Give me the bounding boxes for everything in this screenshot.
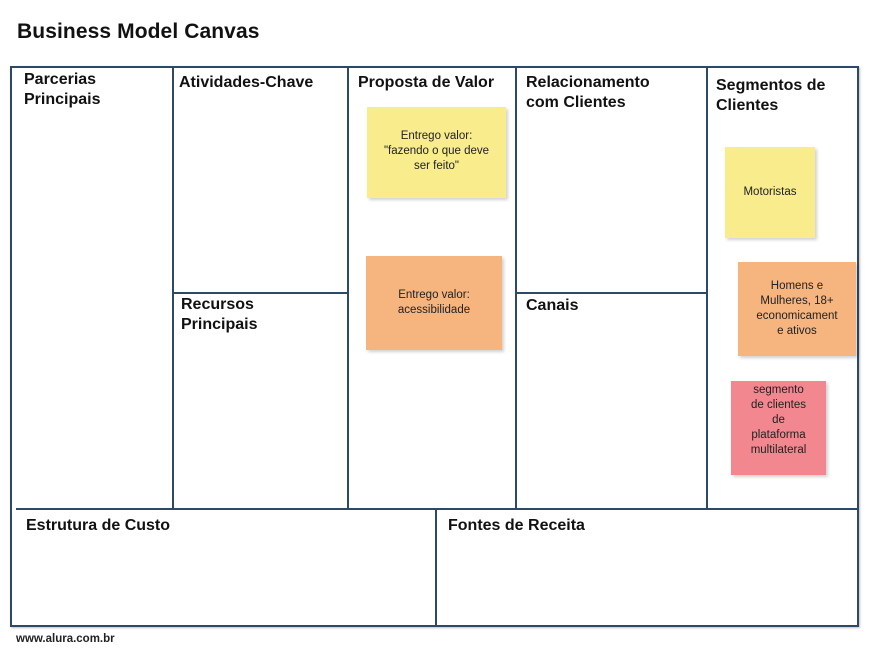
divider-relacionamento-segmentos bbox=[706, 67, 708, 509]
divider-custo-receita bbox=[435, 509, 437, 627]
divider-atividades-proposta bbox=[347, 67, 349, 509]
block-estrutura-de-custo: Estrutura de Custo bbox=[26, 517, 171, 534]
block-canais: Canais bbox=[526, 297, 579, 314]
block-relacionamento-clientes: Relacionamento com Clientes bbox=[526, 74, 650, 111]
sticky-note-segmento-motoristas[interactable]: Motoristas bbox=[725, 147, 815, 238]
divider-relacionamento-canais bbox=[516, 292, 707, 294]
sticky-note-proposta-2[interactable]: Entrego valor: acessibilidade bbox=[366, 256, 502, 350]
divider-atividades-recursos bbox=[173, 292, 348, 294]
sticky-note-segmento-homens-mulheres[interactable]: Homens e Mulheres, 18+ economicament e a… bbox=[738, 262, 856, 356]
block-proposta-de-valor: Proposta de Valor bbox=[358, 74, 495, 91]
block-atividades-chave: Atividades-Chave bbox=[179, 74, 314, 91]
footer-url[interactable]: www.alura.com.br bbox=[16, 633, 115, 645]
block-parcerias-principais: Parcerias Principais bbox=[24, 71, 101, 108]
divider-parcerias-atividades bbox=[172, 67, 174, 509]
canvas-frame bbox=[10, 66, 859, 627]
sticky-note-segmento-multilateral[interactable]: segmento de clientes de plataforma multi… bbox=[731, 381, 826, 475]
block-segmentos-clientes: Segmentos de Clientes bbox=[716, 77, 826, 114]
page-title: Business Model Canvas bbox=[17, 20, 260, 43]
divider-proposta-relacionamento bbox=[515, 67, 517, 509]
sticky-note-proposta-1[interactable]: Entrego valor: "fazendo o que deve ser f… bbox=[367, 107, 506, 198]
block-fontes-de-receita: Fontes de Receita bbox=[448, 517, 585, 534]
block-recursos-principais: Recursos Principais bbox=[181, 296, 258, 333]
divider-bottom-row bbox=[16, 508, 859, 510]
